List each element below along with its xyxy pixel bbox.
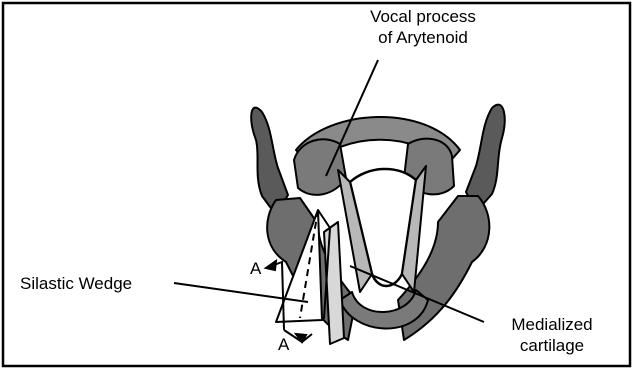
label-medialized-line1: Medialized: [511, 315, 592, 334]
label-section-a-bottom: A: [278, 335, 290, 354]
label-vocal-process-line2: of Arytenoid: [378, 28, 468, 47]
label-vocal-process-line1: Vocal process: [370, 7, 476, 26]
label-silastic-wedge: Silastic Wedge: [20, 274, 132, 293]
label-section-a-top: A: [250, 259, 262, 278]
section-arrow-top: [266, 261, 276, 270]
label-medialized-line2: cartilage: [520, 336, 584, 355]
